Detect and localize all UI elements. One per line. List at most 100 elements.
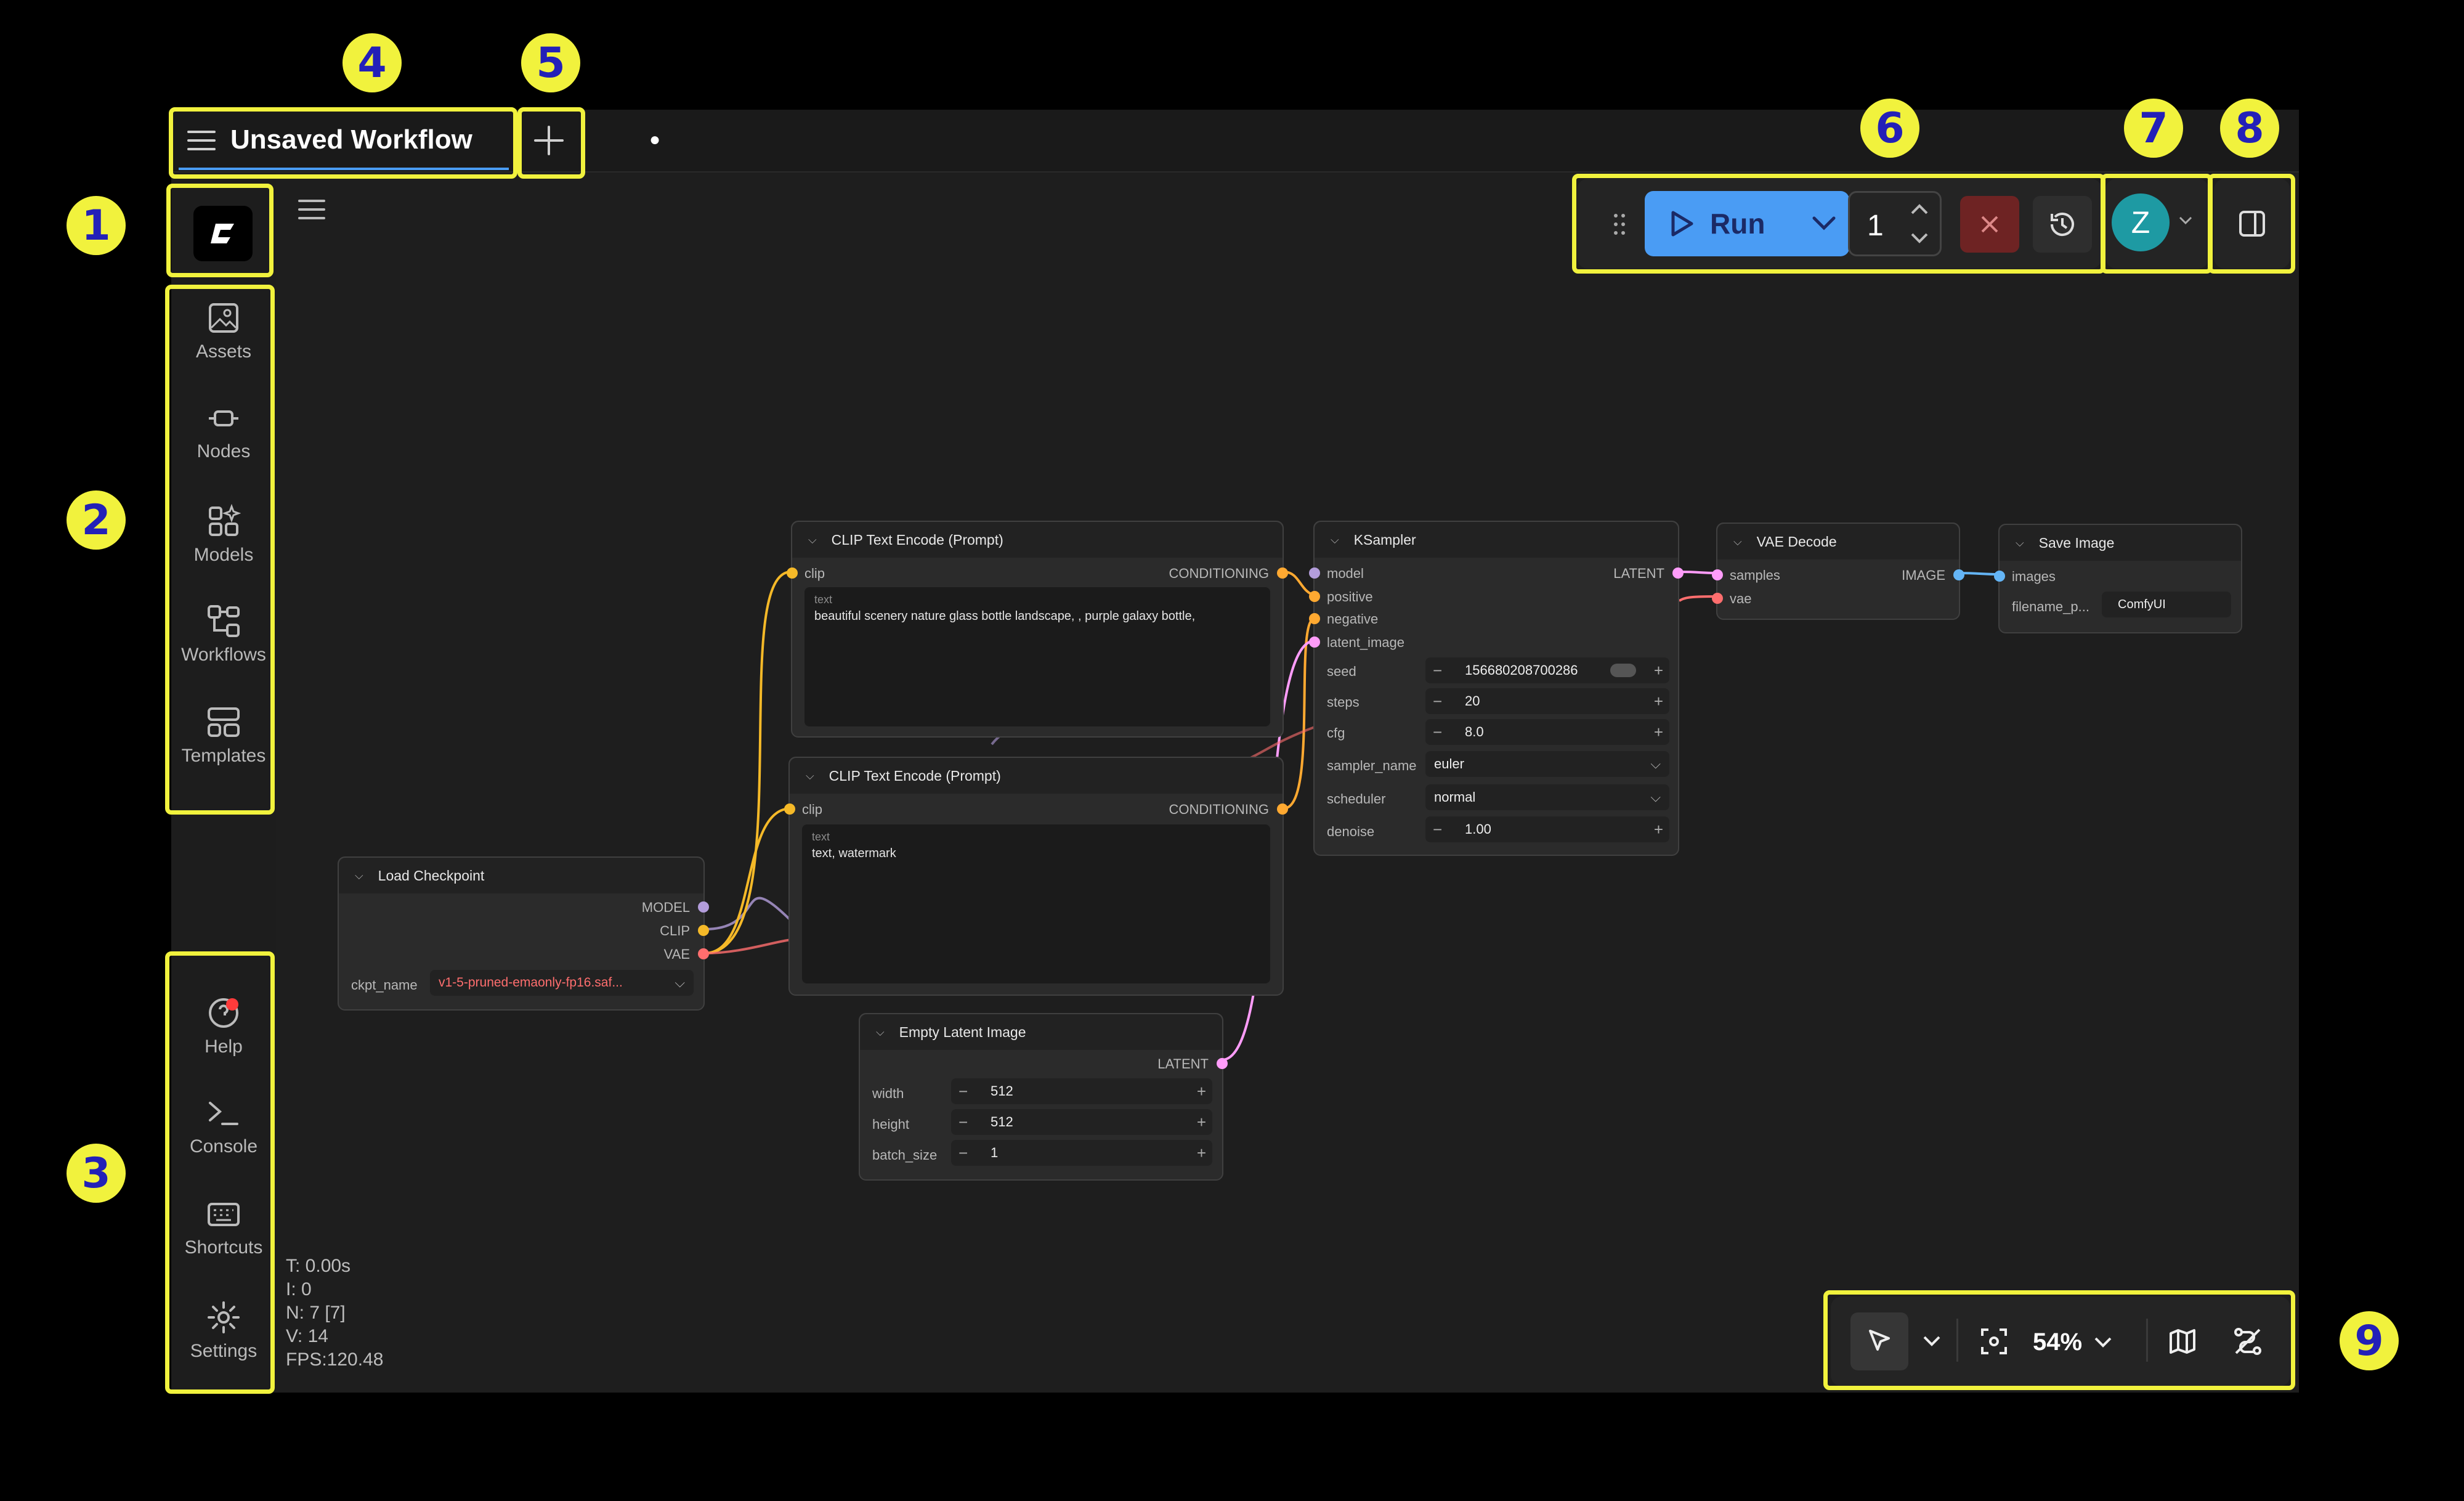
- increment-button[interactable]: +: [1196, 1081, 1206, 1100]
- node-ksampler[interactable]: ⌵KSampler model positive negative latent…: [1309, 521, 1684, 856]
- output-slot-latent[interactable]: [1672, 567, 1684, 579]
- sidebar-item-nodes[interactable]: Nodes: [171, 403, 276, 462]
- randomize-seed-icon[interactable]: [1610, 664, 1636, 677]
- output-slot-image[interactable]: [1953, 569, 1964, 580]
- increment-button[interactable]: +: [1653, 820, 1663, 839]
- graph-canvas[interactable]: [276, 173, 2299, 1393]
- denoise-input[interactable]: − 1.00 +: [1425, 816, 1669, 842]
- increment-button[interactable]: +: [1653, 722, 1663, 741]
- output-slot-model[interactable]: [698, 901, 709, 913]
- collapse-chevron-icon[interactable]: ⌵: [876, 1025, 885, 1038]
- output-slot-clip[interactable]: [698, 925, 709, 936]
- collapse-chevron-icon[interactable]: ⌵: [2016, 536, 2024, 549]
- toggle-links-button[interactable]: [2225, 1319, 2271, 1364]
- select-tool-button[interactable]: [1850, 1312, 1908, 1370]
- seed-input[interactable]: − 156680208700286 +: [1425, 657, 1669, 683]
- increment-button[interactable]: +: [1653, 661, 1663, 680]
- input-slot-model[interactable]: [1309, 567, 1320, 579]
- decrement-button[interactable]: −: [1433, 661, 1443, 680]
- decrement-button[interactable]: −: [1433, 691, 1443, 710]
- increment-button[interactable]: +: [1196, 1112, 1206, 1131]
- zoom-dropdown[interactable]: 54%: [2033, 1325, 2119, 1359]
- batch-size-input[interactable]: − 1 +: [951, 1140, 1212, 1166]
- input-slot-latent-image[interactable]: [1309, 637, 1320, 648]
- node-empty-latent-image[interactable]: ⌵Empty Latent Image LATENT width − 512 +…: [859, 1013, 1228, 1181]
- collapse-chevron-icon[interactable]: ⌵: [355, 869, 363, 882]
- node-vae-decode[interactable]: ⌵VAE Decode samples vae IMAGE: [1712, 523, 1964, 620]
- chevron-up-icon[interactable]: [1910, 204, 1929, 215]
- run-mode-dropdown[interactable]: [1799, 191, 1849, 256]
- run-button[interactable]: Run: [1645, 191, 1799, 256]
- decrement-button[interactable]: −: [1433, 820, 1443, 839]
- sidebar-item-shortcuts[interactable]: Shortcuts: [171, 1199, 276, 1258]
- canvas-menu-icon[interactable]: [298, 198, 325, 224]
- collapse-chevron-icon[interactable]: ⌵: [1331, 533, 1339, 546]
- sidebar-item-assets[interactable]: Assets: [171, 301, 276, 362]
- sidebar-item-templates[interactable]: Templates: [171, 705, 276, 767]
- highlight-box-sidebar-bottom: [165, 951, 275, 1394]
- sampler-select[interactable]: euler ⌵: [1425, 751, 1669, 777]
- chevron-down-icon[interactable]: [2178, 216, 2193, 226]
- node-save-image[interactable]: ⌵Save Image images filename_p... ComfyUI: [1994, 524, 2242, 633]
- node-title[interactable]: ⌵VAE Decode: [1717, 524, 1959, 559]
- decrement-button[interactable]: −: [958, 1081, 968, 1100]
- active-tab-underline: [179, 168, 509, 170]
- queue-history-button[interactable]: [2033, 196, 2092, 253]
- input-slot-clip[interactable]: [787, 567, 798, 579]
- cfg-input[interactable]: − 8.0 +: [1425, 719, 1669, 745]
- collapse-chevron-icon[interactable]: ⌵: [806, 769, 814, 782]
- node-title[interactable]: ⌵Save Image: [2000, 525, 2241, 561]
- input-slot-clip[interactable]: [784, 803, 795, 815]
- sidebar-item-help[interactable]: Help: [171, 996, 276, 1057]
- output-slot-vae[interactable]: [698, 948, 709, 959]
- chevron-down-icon[interactable]: [1922, 1335, 1942, 1347]
- sidebar-item-workflows[interactable]: Workflows: [171, 604, 276, 665]
- workflow-tab[interactable]: Unsaved Workflow ●: [174, 111, 660, 170]
- drag-handle-icon[interactable]: [1613, 212, 1626, 240]
- node-title[interactable]: ⌵CLIP Text Encode (Prompt): [792, 522, 1283, 558]
- input-slot-samples[interactable]: [1712, 569, 1723, 580]
- toggle-panel-button[interactable]: [2214, 179, 2290, 269]
- input-slot-images[interactable]: [1994, 571, 2005, 582]
- collapse-chevron-icon[interactable]: ⌵: [808, 533, 817, 546]
- node-title[interactable]: ⌵Empty Latent Image: [860, 1014, 1222, 1050]
- steps-input[interactable]: − 20 +: [1425, 688, 1669, 714]
- comfy-logo[interactable]: [193, 206, 253, 261]
- height-input[interactable]: − 512 +: [951, 1109, 1212, 1135]
- increment-button[interactable]: +: [1196, 1143, 1206, 1162]
- output-slot-conditioning[interactable]: [1277, 803, 1288, 815]
- prompt-textarea[interactable]: text beautiful scenery nature glass bott…: [804, 587, 1270, 726]
- fit-view-button[interactable]: [1971, 1319, 2017, 1364]
- collapse-chevron-icon[interactable]: ⌵: [1733, 535, 1742, 548]
- output-slot-conditioning[interactable]: [1277, 567, 1288, 579]
- filename-prefix-input[interactable]: ComfyUI: [2102, 592, 2231, 617]
- decrement-button[interactable]: −: [958, 1143, 968, 1162]
- input-slot-positive[interactable]: [1309, 591, 1320, 602]
- decrement-button[interactable]: −: [958, 1112, 968, 1131]
- sidebar-item-console[interactable]: Console: [171, 1098, 276, 1157]
- add-tab-button[interactable]: [517, 111, 580, 170]
- scheduler-select[interactable]: normal ⌵: [1425, 784, 1669, 810]
- node-title[interactable]: ⌵Load Checkpoint: [339, 858, 703, 893]
- prompt-textarea[interactable]: text text, watermark: [802, 824, 1270, 983]
- node-title[interactable]: ⌵CLIP Text Encode (Prompt): [790, 758, 1283, 794]
- node-load-checkpoint[interactable]: ⌵Load Checkpoint MODEL CLIP VAE ckpt_nam…: [338, 856, 709, 1011]
- decrement-button[interactable]: −: [1433, 722, 1443, 741]
- menu-icon[interactable]: [187, 128, 216, 156]
- output-slot-latent[interactable]: [1217, 1058, 1228, 1069]
- node-title[interactable]: ⌵KSampler: [1315, 522, 1678, 558]
- cancel-run-button[interactable]: [1960, 196, 2019, 253]
- queue-count-input[interactable]: 1: [1848, 191, 1942, 256]
- ckpt-name-select[interactable]: v1-5-pruned-emaonly-fp16.saf... ⌵: [430, 970, 694, 996]
- sidebar-item-models[interactable]: Models: [171, 504, 276, 566]
- width-input[interactable]: − 512 +: [951, 1078, 1212, 1104]
- node-clip-text-encode-positive[interactable]: ⌵CLIP Text Encode (Prompt) clip CONDITIO…: [787, 521, 1288, 738]
- chevron-down-icon[interactable]: [1910, 232, 1929, 243]
- sidebar-item-settings[interactable]: Settings: [171, 1300, 276, 1362]
- minimap-button[interactable]: [2160, 1319, 2205, 1364]
- node-clip-text-encode-negative[interactable]: ⌵CLIP Text Encode (Prompt) clip CONDITIO…: [784, 757, 1288, 996]
- increment-button[interactable]: +: [1653, 691, 1663, 710]
- input-slot-negative[interactable]: [1309, 613, 1320, 624]
- avatar[interactable]: Z: [2112, 193, 2170, 251]
- input-slot-vae[interactable]: [1712, 593, 1723, 604]
